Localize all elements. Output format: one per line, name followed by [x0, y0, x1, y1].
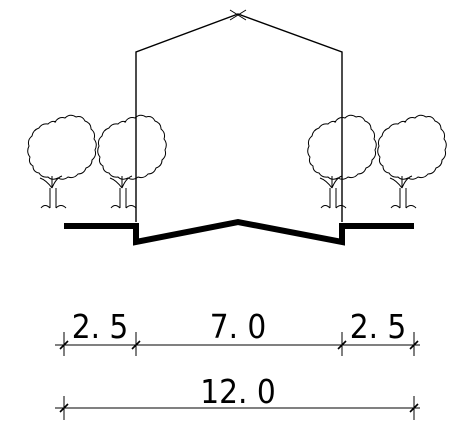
- apex-marker-icon: [229, 9, 247, 21]
- total-width-label: 12. 0: [200, 372, 276, 411]
- tree-icon: [377, 114, 447, 209]
- left-sidewalk-width-label: 2. 5: [72, 307, 129, 346]
- carriageway-width-label: 7. 0: [210, 307, 267, 346]
- right-sidewalk-width-label: 2. 5: [350, 307, 407, 346]
- segment-dimension-line: [55, 332, 420, 356]
- tree-icon: [27, 114, 97, 209]
- tree-icon: [97, 114, 167, 209]
- enclosure-outline: [135, 13, 343, 222]
- road-surface-profile: [64, 218, 414, 246]
- total-dimension-line: [55, 396, 420, 420]
